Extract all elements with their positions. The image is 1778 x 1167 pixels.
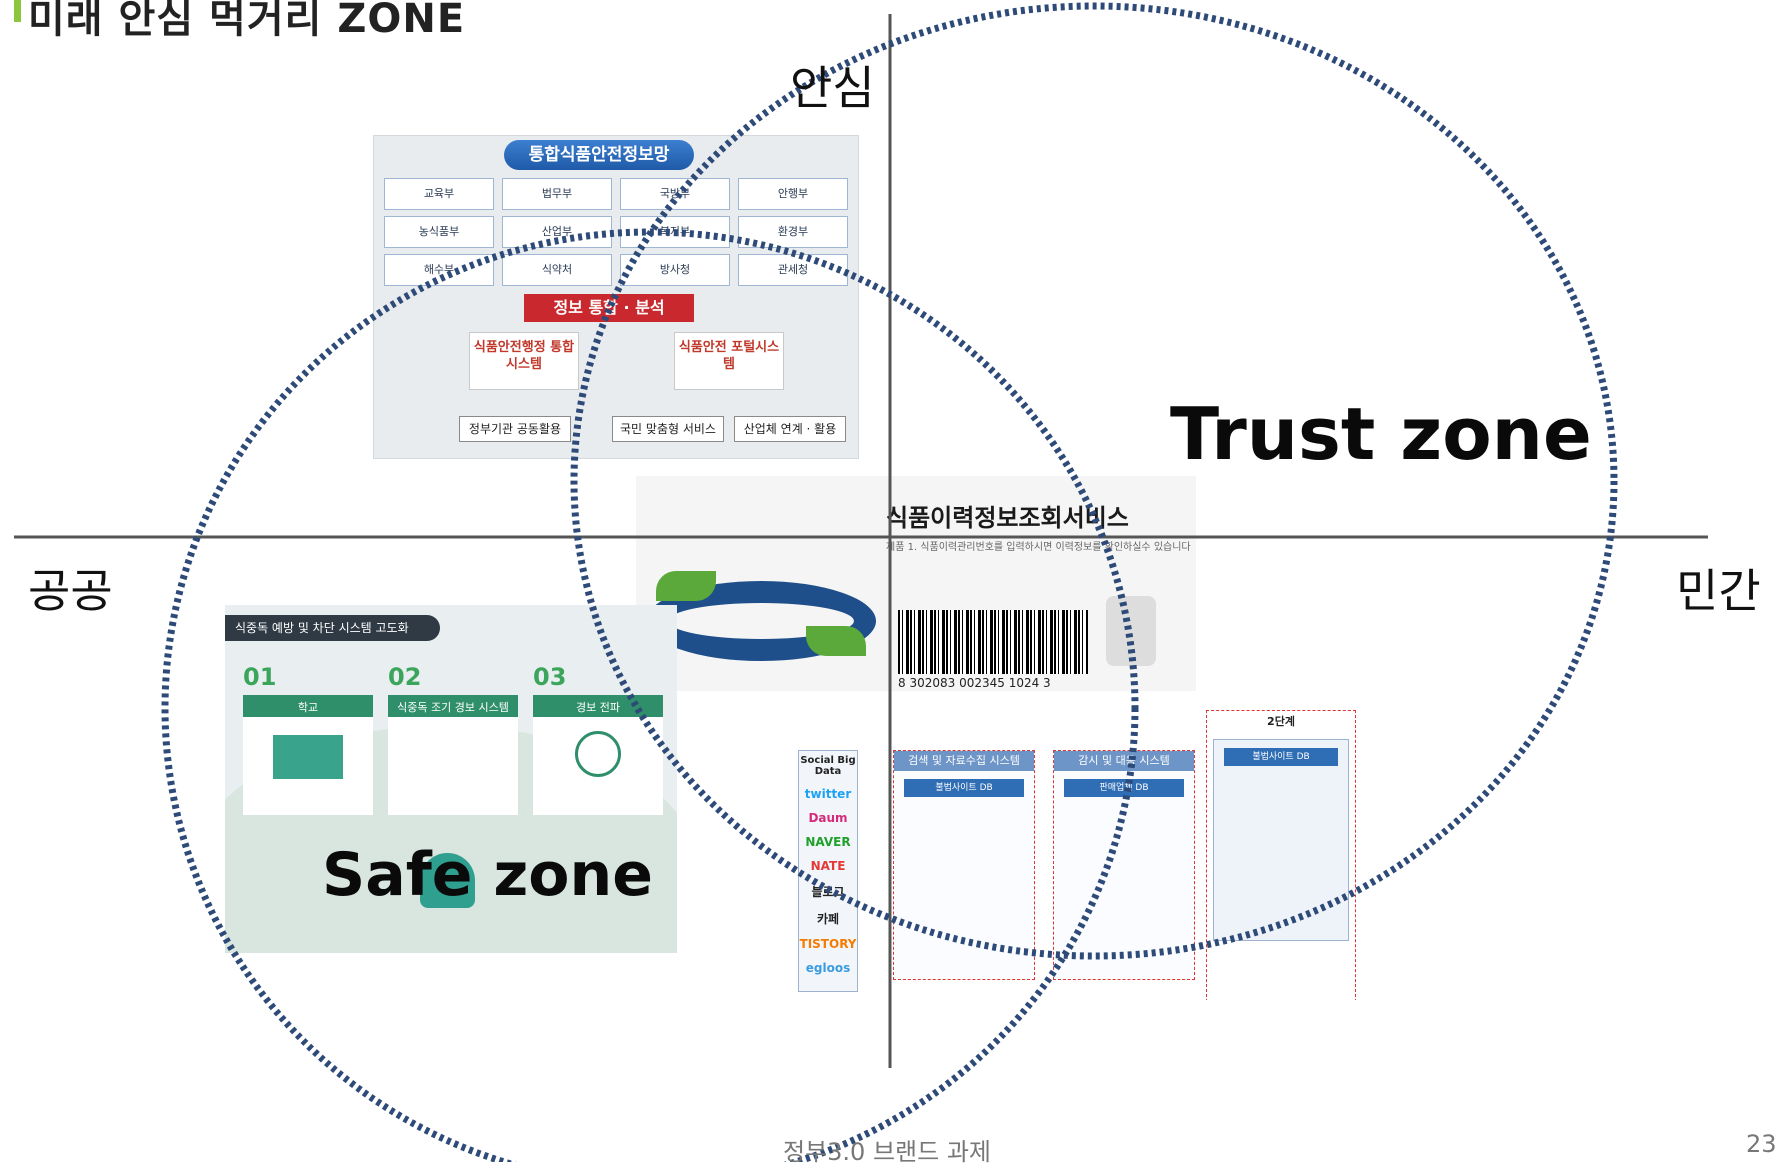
green-arrow-icon xyxy=(656,571,716,601)
step-number: 02 xyxy=(388,663,422,691)
source-item: Daum xyxy=(808,811,848,825)
step-number: 01 xyxy=(243,663,277,691)
axis-label-right: 민간 xyxy=(1676,564,1761,618)
signal-icon xyxy=(575,731,621,777)
source-item: NATE xyxy=(810,859,846,873)
trust-zone-circle xyxy=(570,2,1618,960)
barcode-number: 8 302083 002345 1024 3 xyxy=(898,676,1051,690)
monitoring-system-column: 감시 및 대응 시스템 판매업체 DB xyxy=(1053,750,1195,980)
page-title: 미래 안심 먹거리 ZONE xyxy=(28,0,466,42)
org-box: 식약처 xyxy=(502,254,612,286)
step-box-school: 학교 xyxy=(243,695,373,815)
org-box: 안행부 xyxy=(738,178,848,210)
ministry-grid: 교육부 법무부 국방부 안행부 농식품부 산업부 복지부 환경부 해수부 식약처… xyxy=(384,178,848,286)
stage2-column: 2단계 불법사이트 DB xyxy=(1206,710,1356,1000)
source-item: egloos xyxy=(805,961,851,975)
org-box: 산업부 xyxy=(502,216,612,248)
source-item: twitter xyxy=(804,787,852,801)
stage2-label: 2단계 xyxy=(1267,715,1295,728)
food-poisoning-warning-image: 식중독 예방 및 차단 시스템 고도화 01 02 03 학교 식중독 조기 경… xyxy=(225,605,677,953)
door-right: 식품안전 포털시스템 xyxy=(674,332,784,390)
barcode-icon xyxy=(898,610,1088,674)
green-arrow-icon xyxy=(806,626,866,656)
people-icon xyxy=(420,853,475,908)
db-box: 불법사이트 DB xyxy=(1224,748,1338,766)
org-box: 방사청 xyxy=(620,254,730,286)
school-icon xyxy=(273,735,343,779)
footer-text: 정부3.0 브랜드 과제 xyxy=(783,1138,991,1166)
btn-industry: 산업체 연계 · 활용 xyxy=(734,416,846,442)
safe-zone-label: Safe zone xyxy=(322,840,653,910)
door-left: 식품안전행정 통합시스템 xyxy=(469,332,579,390)
org-box: 환경부 xyxy=(738,216,848,248)
btn-gov-use: 정부기관 공동활용 xyxy=(459,416,571,442)
step-number: 03 xyxy=(533,663,567,691)
warning-header: 식중독 예방 및 차단 시스템 고도화 xyxy=(225,615,440,641)
source-item: 카페 xyxy=(816,912,840,926)
step-box-warning: 식중독 조기 경보 시스템 xyxy=(388,695,518,815)
safe-zone-circle xyxy=(161,228,1139,1162)
org-box: 법무부 xyxy=(502,178,612,210)
org-box: 관세청 xyxy=(738,254,848,286)
integration-bar: 정보 통합 · 분석 xyxy=(524,294,694,322)
page-number: 23 xyxy=(1746,1130,1777,1158)
social-sources-column: Social Big Data twitter Daum NAVER NATE … xyxy=(798,750,858,992)
trust-zone-label: Trust zone xyxy=(1170,392,1592,476)
stage2-box: 불법사이트 DB xyxy=(1213,739,1349,941)
step-box-alert: 경보 전파 xyxy=(533,695,663,815)
db-box: 불법사이트 DB xyxy=(904,779,1024,797)
column-header: 감시 및 대응 시스템 xyxy=(1054,751,1194,771)
axis-label-top: 안심 xyxy=(790,61,875,115)
org-box: 교육부 xyxy=(384,178,494,210)
btn-citizen-service: 국민 맞춤형 서비스 xyxy=(612,416,724,442)
step-label: 경보 전파 xyxy=(576,701,620,714)
db-box: 판매업체 DB xyxy=(1064,779,1184,797)
column-header: 검색 및 자료수집 시스템 xyxy=(894,751,1034,771)
org-box: 해수부 xyxy=(384,254,494,286)
food-traceability-image: 식품이력정보조회서비스 제품 1. 식품이력관리번호를 입력하시면 이력정보를 … xyxy=(636,476,1196,691)
source-item: NAVER xyxy=(805,835,851,849)
source-item: TISTORY xyxy=(799,937,857,951)
trace-subtitle: 제품 1. 식품이력관리번호를 입력하시면 이력정보를 확인하실수 있습니다 xyxy=(886,542,1191,553)
title-accent-bar xyxy=(14,0,21,22)
axis-label-left: 공공 xyxy=(28,564,113,618)
network-header: 통합식품안전정보망 xyxy=(504,140,694,170)
scanner-icon xyxy=(1106,596,1156,666)
sources-header: Social Big Data xyxy=(800,755,856,777)
integrated-food-safety-network-image: 통합식품안전정보망 교육부 법무부 국방부 안행부 농식품부 산업부 복지부 환… xyxy=(373,135,859,459)
org-box: 농식품부 xyxy=(384,216,494,248)
step-label: 식중독 조기 경보 시스템 xyxy=(397,701,509,714)
step-label: 학교 xyxy=(297,701,319,714)
